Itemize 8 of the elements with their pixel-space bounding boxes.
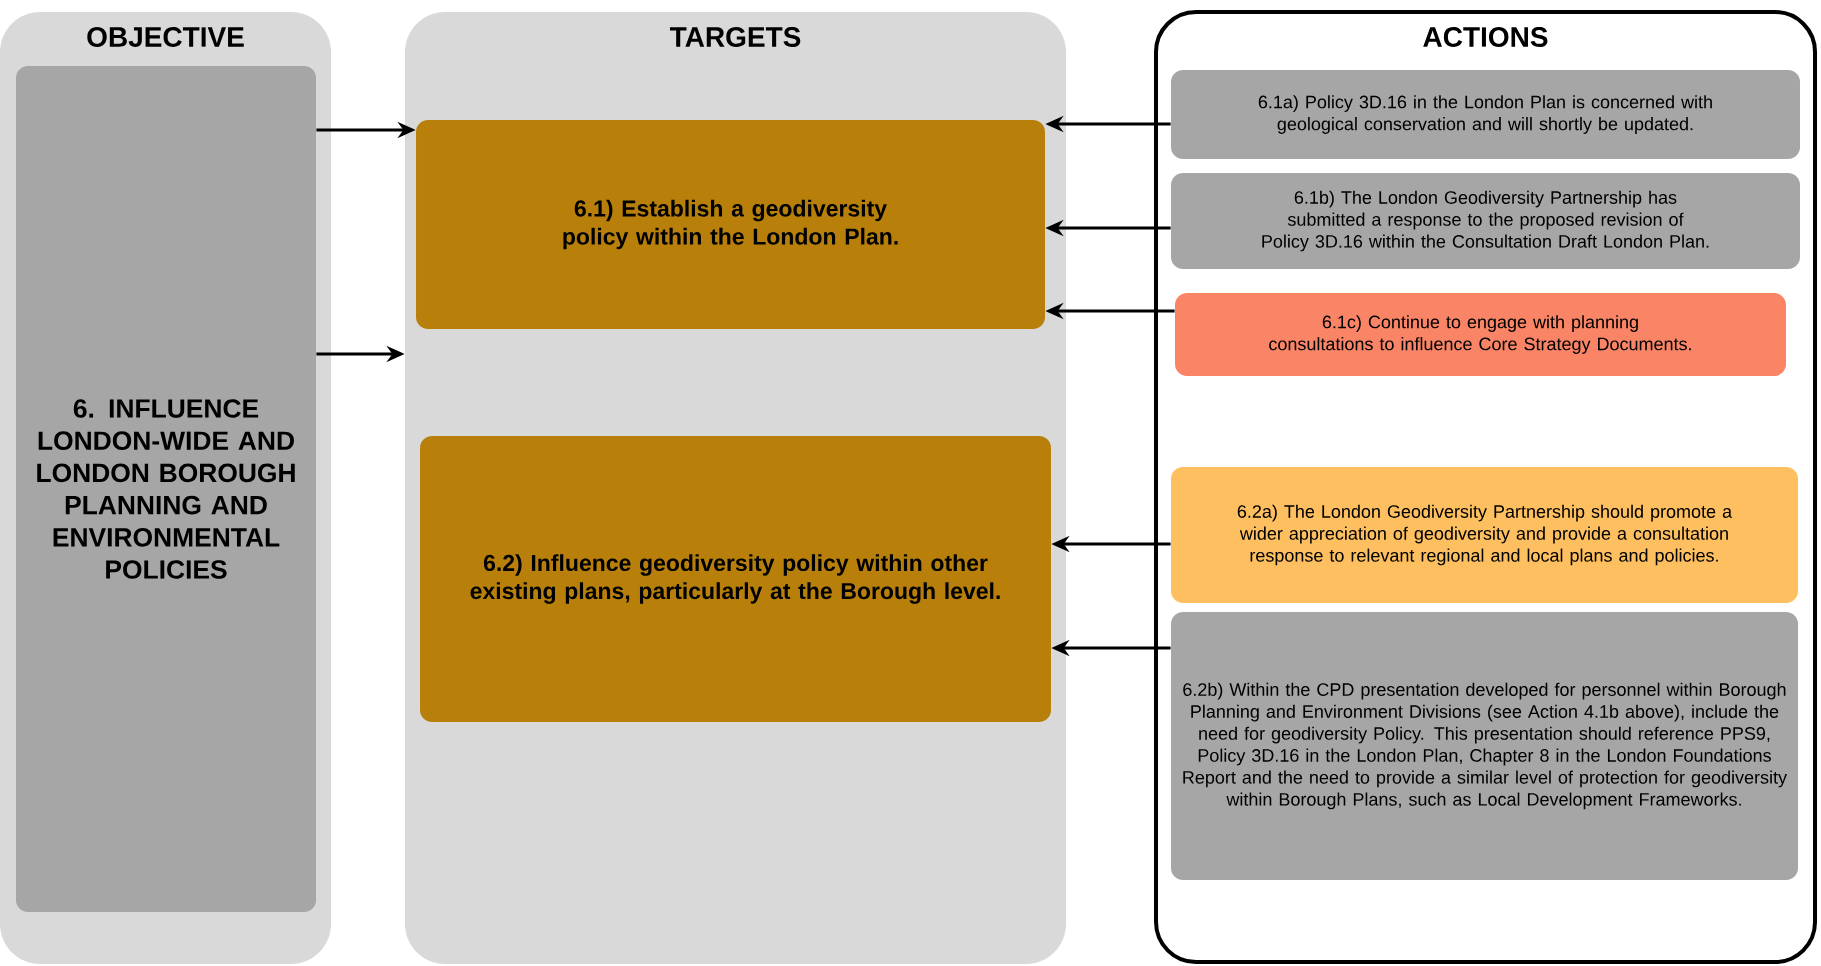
objective-box: 6. INFLUENCE LONDON-WIDE AND LONDON BOROUGH PLANNING AND ENVIRONMENTAL POLICIES [16, 66, 316, 912]
action-box: 6.1b) The London Geodiversity Partnership has submitted a response to the proposed revision of Policy 3D.16 within the Consultation Draft London Plan. [1171, 173, 1800, 269]
action-box: 6.1c) Continue to engage with planning consultations to influence Core Strategy Documents. [1175, 293, 1786, 376]
target-box: 6.1) Establish a geodiversity policy within the London Plan. [416, 120, 1045, 329]
action-box: 6.2b) Within the CPD presentation developed for personnel within Borough Planning and Environment Divisions (see Action 4.1b above), include the need for geodiversity Policy. This presentation should reference PPS9, Policy 3D.16 in the London Plan, Chapter 8 in the London Foundations Report and the need to provide a similar level of protection for geodiversity within Borough Plans, such as Local Development Frameworks. [1171, 612, 1798, 880]
target-box: 6.2) Influence geodiversity policy within other existing plans, particularly at the Borough level. [420, 436, 1051, 722]
action-box: 6.2a) The London Geodiversity Partnership should promote a wider appreciation of geodiversity and provide a consultation response to relevant regional and local plans and policies. [1171, 467, 1798, 603]
action-box: 6.1a) Policy 3D.16 in the London Plan is concerned with geological conservation and will shortly be updated. [1171, 70, 1800, 159]
